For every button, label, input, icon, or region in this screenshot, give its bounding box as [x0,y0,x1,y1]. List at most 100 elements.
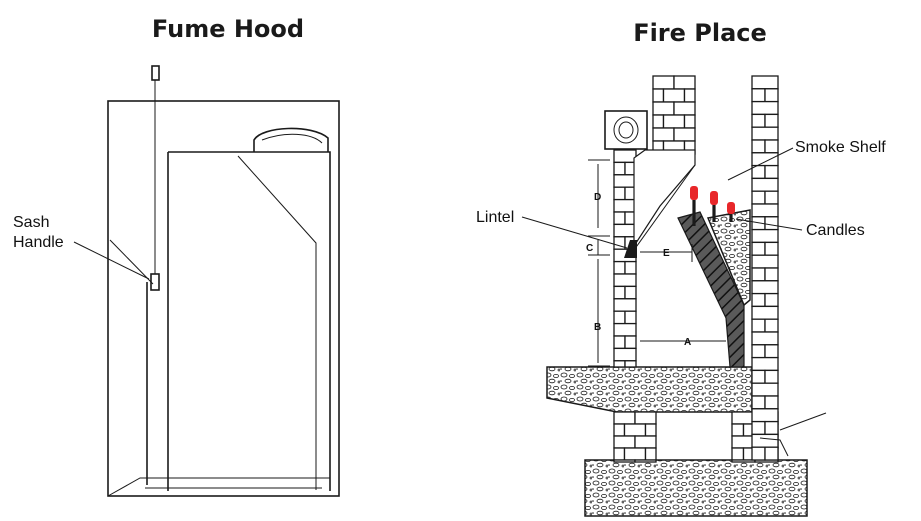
brick [613,310,626,325]
brick [751,203,779,218]
anchor-leader [779,412,827,431]
dim-label-e: E [663,248,670,259]
brick [673,127,696,142]
sash-handle-label-line2: Handle [13,234,64,251]
brick [764,164,779,180]
wood-rings-inner [618,121,634,139]
hood-baffle [237,155,317,490]
brick [764,113,779,128]
brick [613,285,626,300]
fire-place-diagram: Fire Place [476,19,886,517]
brick [764,216,779,231]
sash-handle[interactable] [150,273,160,291]
dim-label-a: A [684,337,691,348]
brick [613,198,637,213]
brick [764,139,779,154]
brick [764,88,779,103]
lintel-bar [624,240,637,258]
hood-side-strut [109,239,154,285]
brick [634,435,657,449]
sash-pulley [151,65,160,81]
brick [662,88,686,103]
candles-leader [735,218,803,231]
brick [613,211,626,226]
dim-label-c: C [586,243,593,254]
candle-flame-3 [727,202,735,214]
smoke-chamber-slope [633,164,696,251]
brick [652,75,675,90]
footing [584,459,808,517]
brick [751,356,779,372]
candle-flame-2 [710,191,718,205]
chimney-back-wall [751,75,779,461]
brick [644,423,657,437]
anchor-rod [759,437,789,457]
fume-hood-diagram: Fume Hood Sash Handle [13,15,340,497]
brick [613,322,637,337]
brick [751,75,779,90]
dimension-lines: D C B E A [586,159,726,367]
dim-label-b: B [594,322,601,333]
brick [613,260,626,275]
smoke-chamber-wall [633,149,696,249]
brick [751,369,766,384]
brick [613,186,626,201]
hood-outer-frame [107,100,340,497]
brick [764,446,779,461]
brick [613,298,637,312]
brick [613,335,626,350]
brick [751,382,779,397]
fume-hood-title: Fume Hood [152,15,304,43]
hood-work-surface [107,477,330,497]
chimney-upper-wall [652,75,696,155]
hood-exhaust-duct [253,127,329,152]
brick [624,310,637,325]
brick [764,267,779,282]
candle-flame-1 [690,186,698,200]
brick [613,149,637,164]
brick [751,152,779,167]
brick [652,101,675,116]
smoke-shelf-leader [727,147,794,181]
brick [751,433,779,448]
smoke-shelf-label: Smoke Shelf [795,139,886,156]
brick [751,420,766,436]
brick [731,423,745,437]
brick [613,435,636,449]
brick [751,113,766,128]
brick [751,408,779,423]
brick [613,423,626,437]
brick [652,114,665,129]
brick [673,101,696,116]
brick [624,335,637,350]
foundation-column-left [613,411,657,463]
lintel-label: Lintel [476,209,514,226]
brick [613,447,626,461]
brick [751,280,779,295]
brick [613,411,636,425]
brick [764,420,779,436]
brick [764,292,779,308]
brick [764,344,779,359]
brick [764,190,779,205]
brick [613,223,637,238]
brick [652,127,675,142]
brick [751,446,766,461]
wood-header [604,110,648,150]
sash-handle-leader [73,241,150,280]
brick [751,344,766,359]
hood-exhaust-detail [261,133,323,144]
brick [751,305,779,320]
dim-label-d: D [594,192,601,203]
brick [751,254,779,269]
brick [634,459,657,463]
brick [751,241,766,256]
hearth-slab [546,366,753,413]
brick [751,126,779,141]
brick [764,395,779,410]
brick [764,369,779,384]
firebox-back-firebrick [677,211,745,368]
brick [683,88,696,103]
fire-place-title: Fire Place [633,19,767,47]
